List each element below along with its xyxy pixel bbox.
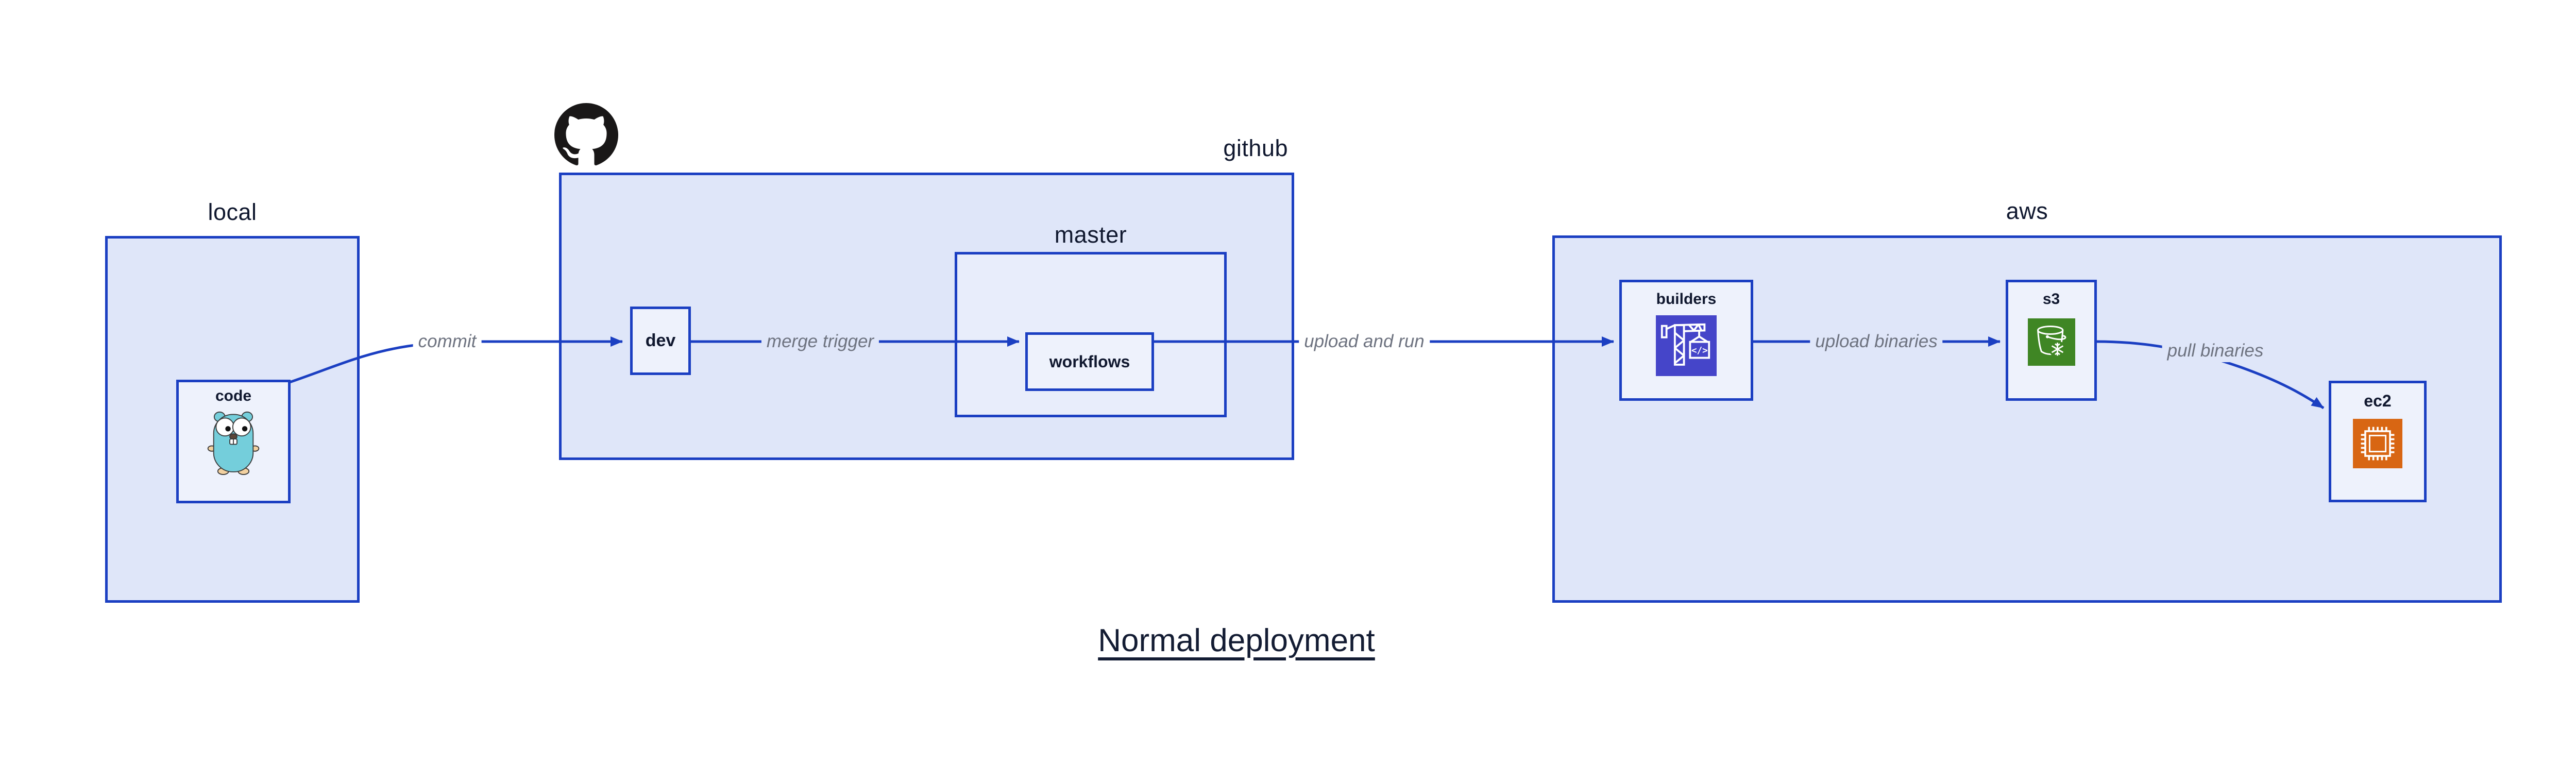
aws-group-label: aws	[2006, 198, 2048, 224]
pull-binaries-arrow	[2096, 340, 2325, 410]
code-node: code	[176, 380, 291, 503]
code-node-label: code	[215, 387, 252, 404]
construction-crane-icon: </>	[1656, 315, 1717, 376]
builders-node: builders </>	[1619, 280, 1753, 401]
merge-trigger-edge-label: merge trigger	[761, 330, 879, 353]
diagram-title: Normal deployment	[1098, 623, 1375, 658]
github-group-label: github	[1223, 135, 1288, 161]
ec2-node-label: ec2	[2364, 392, 2392, 410]
github-octocat-logo	[554, 103, 618, 165]
commit-edge-label: commit	[413, 330, 482, 353]
dev-node: dev	[630, 307, 691, 375]
workflows-node: workflows	[1025, 332, 1154, 391]
master-group-label: master	[1054, 222, 1127, 248]
s3-node: s3	[2006, 280, 2097, 401]
crane-box-code-glyph: </>	[1691, 346, 1708, 356]
dev-node-label: dev	[645, 331, 676, 350]
pull-binaries-edge-label: pull binaries	[2162, 339, 2269, 362]
ec2-node: ec2	[2329, 381, 2427, 502]
go-gopher-icon	[207, 411, 260, 476]
cpu-chip-icon	[2353, 419, 2402, 468]
s3-bucket-snowflake-icon	[2027, 318, 2075, 366]
builders-node-label: builders	[1656, 291, 1717, 308]
upload-binaries-edge-label: upload binaries	[1810, 330, 1943, 353]
workflows-node-label: workflows	[1049, 352, 1130, 371]
upload-and-run-edge-label: upload and run	[1299, 330, 1430, 353]
local-group-label: local	[208, 199, 257, 225]
s3-node-label: s3	[2042, 291, 2060, 308]
